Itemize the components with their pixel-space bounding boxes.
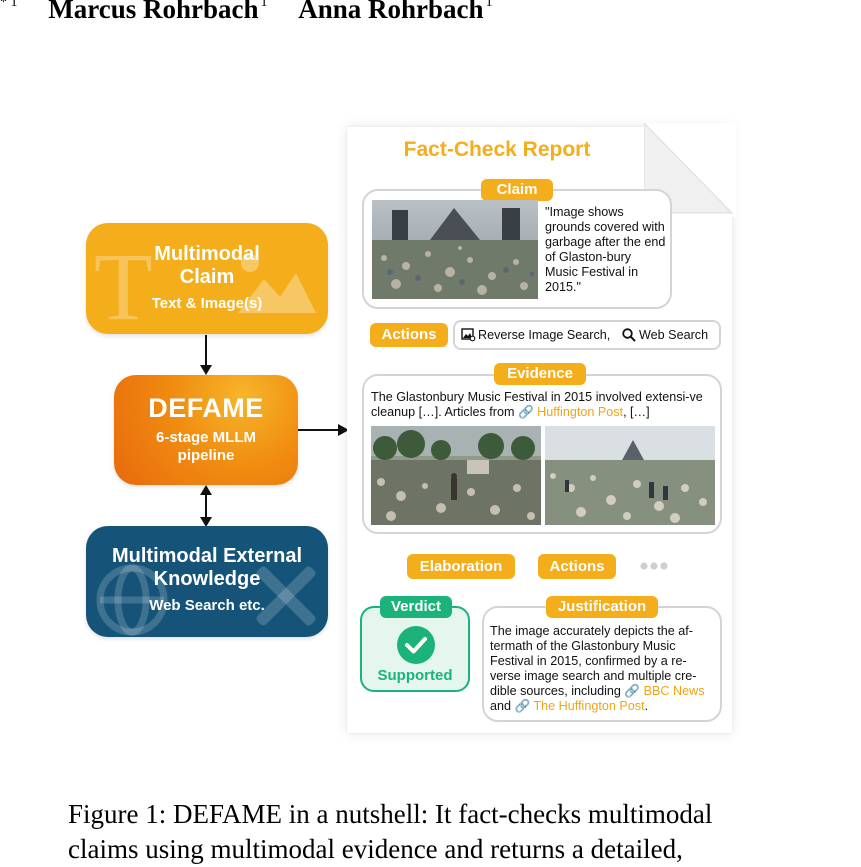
bbc-news-link[interactable]: BBC News bbox=[644, 684, 705, 698]
caption-line: claims using multimodal evidence and ret… bbox=[68, 832, 828, 867]
reverse-image-search-label: Reverse Image Search, bbox=[478, 328, 610, 343]
evidence-text-end: , […] bbox=[623, 405, 650, 419]
report-title: Fact-Check Report bbox=[347, 138, 647, 162]
claim-box-title: Multimodal Claim bbox=[146, 223, 268, 289]
author-affiliation-mark: 1 bbox=[261, 0, 268, 10]
verdict-label: Supported bbox=[360, 667, 470, 684]
elaboration-tag: Elaboration bbox=[407, 554, 515, 579]
knowledge-box-subtitle: Web Search etc. bbox=[86, 597, 328, 615]
justification-text: The image accurately depicts the af-term… bbox=[490, 624, 716, 714]
web-search-label: Web Search bbox=[639, 328, 708, 343]
link-icon: 🔗 bbox=[518, 405, 534, 419]
link-icon: 🔗 bbox=[624, 684, 640, 698]
checkmark-icon bbox=[396, 625, 436, 665]
justification-tag: Justification bbox=[546, 596, 658, 618]
multimodal-claim-box: T Multimodal Claim Text & Image(s) bbox=[86, 223, 328, 334]
text-icon: T bbox=[94, 239, 153, 334]
arrow-down-icon bbox=[199, 334, 213, 376]
figure-caption: Figure 1: DEFAME in a nutshell: It fact-… bbox=[68, 797, 828, 867]
evidence-photo-1 bbox=[371, 426, 541, 525]
claim-text: "Image shows grounds covered with garbag… bbox=[545, 205, 667, 295]
evidence-tag: Evidence bbox=[494, 363, 586, 385]
author-affiliation-mark: 1 bbox=[486, 0, 493, 10]
evidence-photo-2 bbox=[545, 426, 715, 525]
defame-title: DEFAME bbox=[114, 375, 298, 423]
author-name: Anna Rohrbach bbox=[298, 0, 483, 24]
caption-line: Figure 1: DEFAME in a nutshell: It fact-… bbox=[68, 797, 828, 832]
knowledge-box-title: Multimodal External Knowledge bbox=[97, 526, 317, 591]
search-icon bbox=[622, 328, 636, 342]
verdict-tag: Verdict bbox=[380, 596, 452, 618]
author-affiliation-mark: * 1 bbox=[0, 0, 18, 10]
actions-tag: Actions bbox=[370, 323, 448, 347]
huffington-post-link[interactable]: The Huffington Post bbox=[533, 699, 644, 713]
justification-and: and bbox=[490, 699, 511, 713]
reverse-image-search-icon bbox=[461, 328, 476, 342]
festival-photo bbox=[372, 200, 538, 299]
link-icon: 🔗 bbox=[515, 699, 531, 713]
more-dots-icon bbox=[640, 560, 670, 572]
defame-pipeline-box: DEFAME 6-stage MLLM pipeline bbox=[114, 375, 298, 485]
claim-box-subtitle: Text & Image(s) bbox=[86, 295, 328, 313]
justification-end: . bbox=[645, 699, 649, 713]
actions-tag-2: Actions bbox=[538, 554, 616, 579]
huffington-post-link[interactable]: Huffington Post bbox=[537, 405, 623, 419]
defame-subtitle: 6-stage MLLM pipeline bbox=[136, 429, 276, 465]
claim-tag: Claim bbox=[481, 179, 553, 201]
external-knowledge-box: Multimodal External Knowledge Web Search… bbox=[86, 526, 328, 637]
evidence-text: The Glastonbury Music Festival in 2015 i… bbox=[371, 390, 716, 420]
arrow-right-icon bbox=[298, 423, 350, 437]
double-arrow-icon bbox=[199, 485, 213, 527]
author-name: Marcus Rohrbach bbox=[48, 0, 258, 24]
